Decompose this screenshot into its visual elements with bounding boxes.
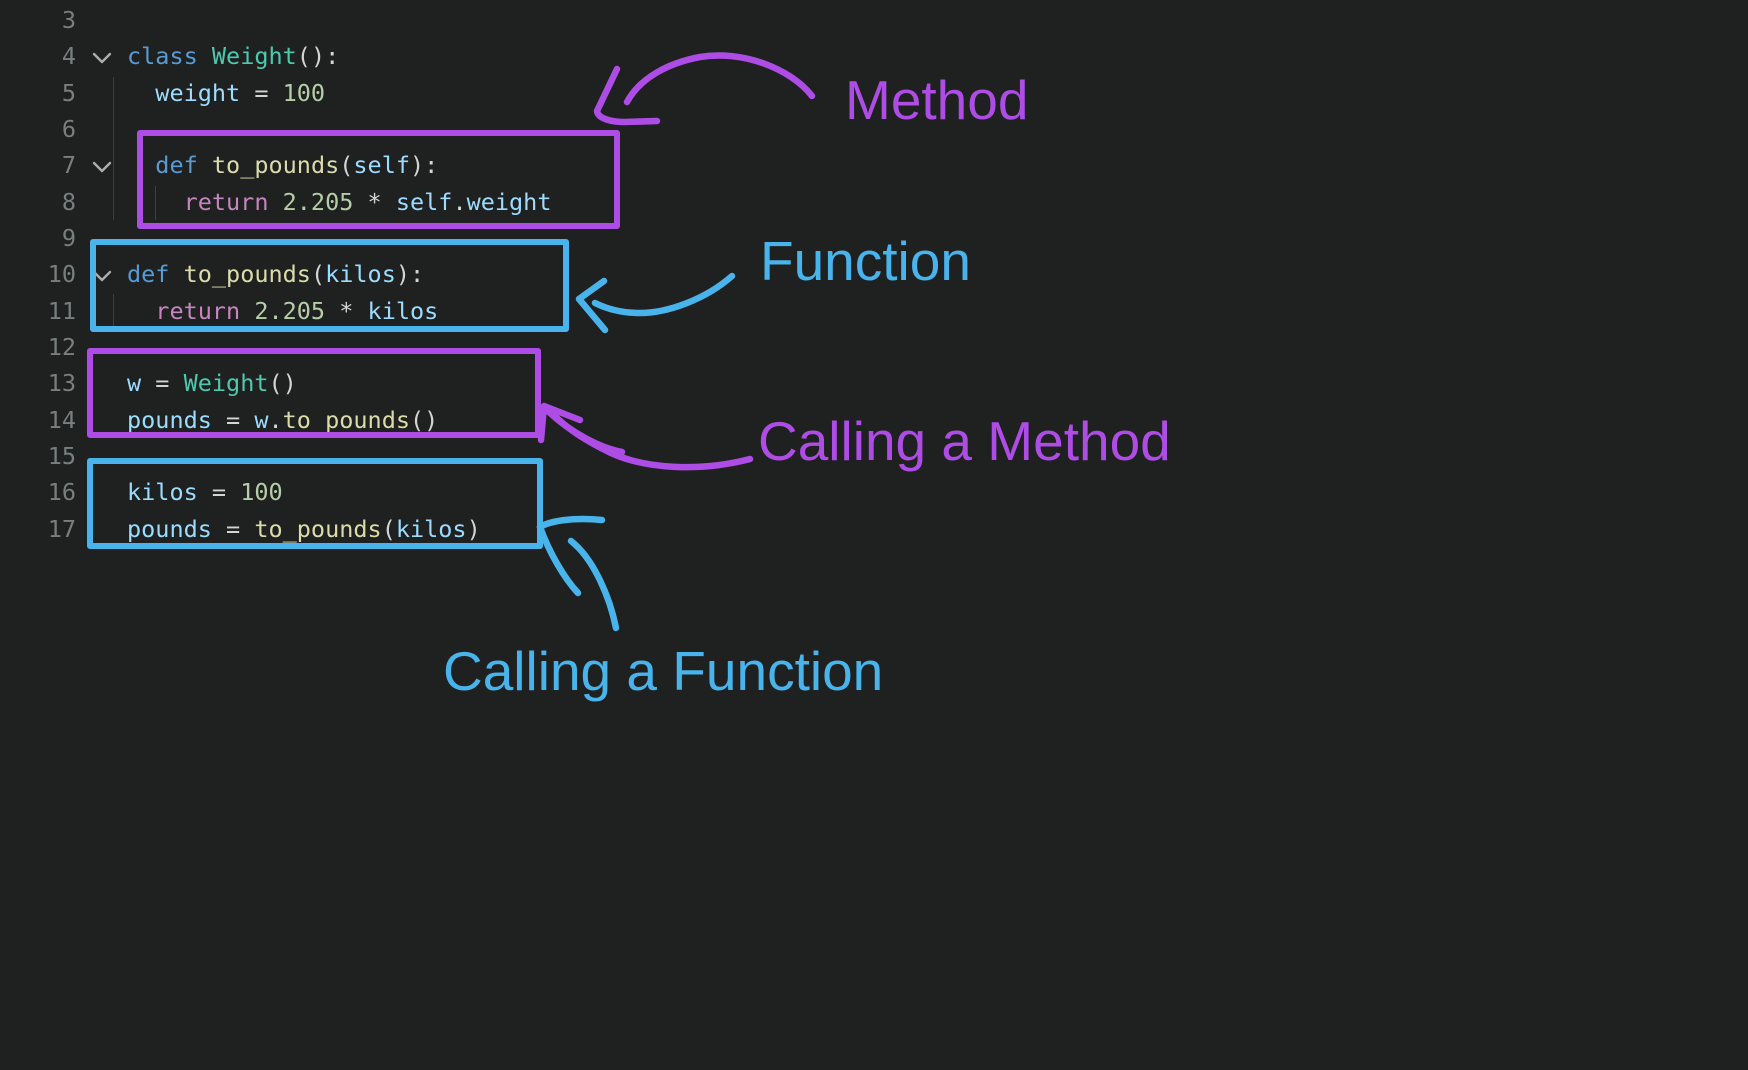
code-line-text: class Weight():: [127, 42, 340, 71]
line-number: 14: [47, 405, 76, 434]
code-line-text: return 2.205 * self.weight: [183, 187, 552, 216]
line-number: 5: [61, 78, 76, 107]
code-line[interactable]: 14 pounds = w.to_pounds(): [0, 402, 1748, 439]
calling-method-box: [87, 348, 541, 438]
code-line-text: weight = 100: [155, 78, 326, 107]
line-number: 4: [61, 42, 76, 71]
line-number: 9: [61, 223, 76, 252]
function-label: Function: [760, 230, 971, 292]
calling-function-box: [87, 458, 543, 549]
fold-chevron-icon[interactable]: [91, 269, 113, 283]
line-number: 7: [61, 151, 76, 180]
line-number: 8: [61, 187, 76, 216]
line-number: 6: [61, 114, 76, 143]
line-number: 15: [47, 441, 76, 470]
calling-function-label: Calling a Function: [443, 640, 884, 702]
code-line-text: kilos = 100: [127, 478, 283, 507]
function-box: [90, 239, 569, 332]
calling-method-label: Calling a Method: [758, 410, 1171, 472]
code-line[interactable]: 10 def to_pounds(kilos):: [0, 256, 1748, 293]
code-line[interactable]: 9: [0, 220, 1748, 257]
method-label: Method: [845, 69, 1029, 131]
line-number: 12: [47, 332, 76, 361]
code-line-text: def to_pounds(kilos):: [127, 260, 425, 289]
fold-chevron-icon[interactable]: [91, 160, 113, 174]
indent-guide: [113, 294, 114, 328]
line-number: 11: [47, 296, 76, 325]
code-line[interactable]: 15: [0, 438, 1748, 475]
code-line-text: def to_pounds(self):: [155, 151, 439, 180]
code-line[interactable]: 12: [0, 329, 1748, 366]
code-line-text: w = Weight(): [127, 369, 297, 398]
code-line[interactable]: 6: [0, 111, 1748, 148]
code-line-text: return 2.205 * kilos: [155, 296, 439, 325]
line-number: 3: [61, 6, 76, 34]
line-number: 13: [47, 369, 76, 398]
line-number: 17: [47, 514, 76, 543]
line-number: 10: [47, 260, 76, 289]
code-line[interactable]: 8 return 2.205 * self.weight: [0, 184, 1748, 221]
fold-chevron-icon[interactable]: [91, 51, 113, 65]
code-line-text: pounds = to_pounds(kilos): [127, 514, 481, 543]
method-box: [137, 130, 620, 229]
code-line[interactable]: 5 weight = 100: [0, 75, 1748, 112]
code-line-text: pounds = w.to_pounds(): [127, 405, 439, 434]
code-line[interactable]: 3: [0, 2, 1748, 39]
code-line[interactable]: 16 kilos = 100: [0, 474, 1748, 511]
code-line[interactable]: 17 pounds = to_pounds(kilos): [0, 511, 1748, 548]
code-line[interactable]: 7 def to_pounds(self):: [0, 147, 1748, 184]
indent-guide: [155, 186, 156, 220]
indent-guide: [113, 77, 114, 220]
line-number: 16: [47, 478, 76, 507]
code-line[interactable]: 4 class Weight():: [0, 38, 1748, 75]
code-line[interactable]: 13 w = Weight(): [0, 365, 1748, 402]
code-line[interactable]: 11 return 2.205 * kilos: [0, 293, 1748, 330]
